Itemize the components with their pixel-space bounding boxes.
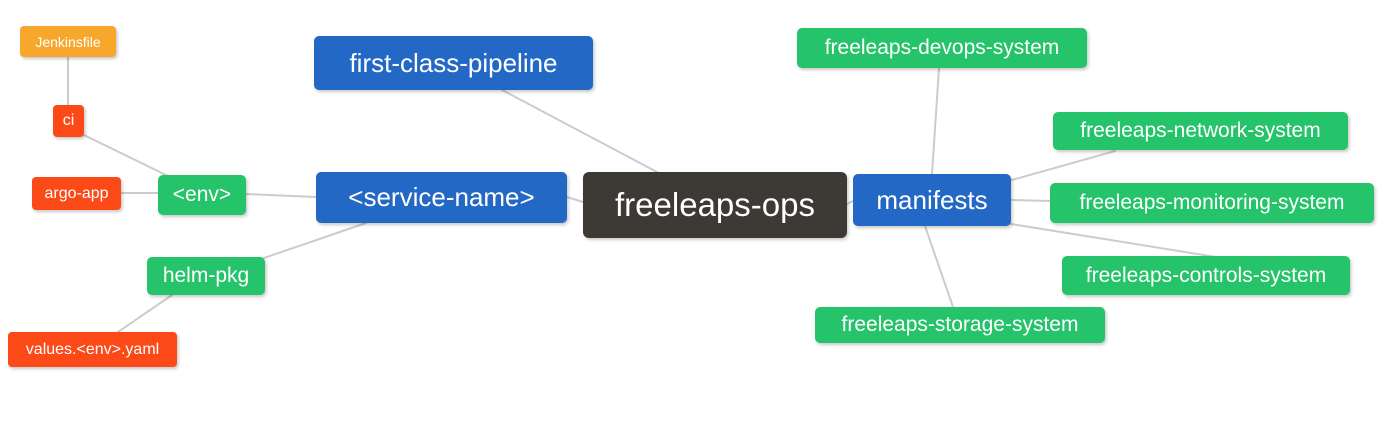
- node-freeleaps-ops-root[interactable]: freeleaps-ops: [583, 172, 847, 238]
- node-service-name[interactable]: <service-name>: [316, 172, 567, 223]
- node-argo-app[interactable]: argo-app: [32, 177, 121, 210]
- edge-helm-pkg-service-name: [263, 222, 367, 259]
- edge-freeleaps-ops-manifests: [846, 200, 854, 205]
- edge-first-class-pipeline-freeleaps-ops: [501, 89, 658, 173]
- node-freeleaps-controls-system[interactable]: freeleaps-controls-system: [1062, 256, 1350, 295]
- node-first-class-pipeline[interactable]: first-class-pipeline: [314, 36, 593, 90]
- edge-manifests-devops-system: [931, 67, 940, 175]
- edge-service-name-freeleaps-ops: [566, 196, 584, 203]
- node-freeleaps-monitoring-system[interactable]: freeleaps-monitoring-system: [1050, 183, 1374, 223]
- node-helm-pkg[interactable]: helm-pkg: [147, 257, 265, 295]
- edge-ci-env: [83, 134, 169, 177]
- edge-manifests-storage-system: [924, 225, 954, 308]
- node-freeleaps-network-system[interactable]: freeleaps-network-system: [1053, 112, 1348, 150]
- node-values-env-yaml[interactable]: values.<env>.yaml: [8, 332, 177, 367]
- edge-manifests-network-system: [1011, 150, 1116, 181]
- node-freeleaps-storage-system[interactable]: freeleaps-storage-system: [815, 307, 1105, 343]
- edge-env-service-name: [245, 193, 317, 198]
- edge-manifests-monitoring-system: [1011, 199, 1051, 202]
- node-jenkinsfile[interactable]: Jenkinsfile: [20, 26, 116, 57]
- node-ci[interactable]: ci: [53, 105, 84, 137]
- edge-values-env-yaml-helm-pkg: [117, 294, 173, 333]
- edge-manifests-controls-system: [1010, 223, 1217, 258]
- node-env[interactable]: <env>: [158, 175, 246, 215]
- node-manifests[interactable]: manifests: [853, 174, 1011, 226]
- node-freeleaps-devops-system[interactable]: freeleaps-devops-system: [797, 28, 1087, 68]
